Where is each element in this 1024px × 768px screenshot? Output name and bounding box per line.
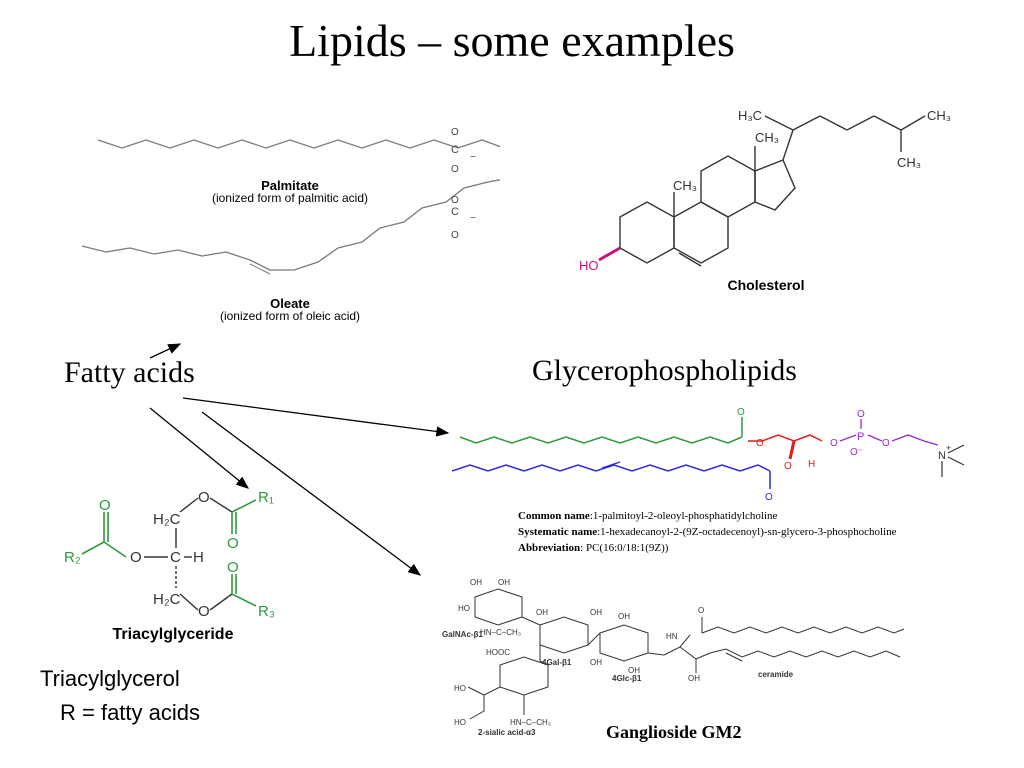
gm2-oh-1: OH — [470, 578, 482, 587]
gm2-oh-4: OH — [590, 608, 602, 617]
cholesterol-ch3-c19: CH₃ — [673, 178, 697, 193]
palmitoyl-chain — [459, 436, 743, 444]
gm2-ho-2: HO — [454, 684, 466, 693]
cholesterol-ho: HO — [579, 258, 599, 273]
oleate-subtitle: (ionized form of oleic acid) — [219, 309, 361, 323]
choline-n: N — [938, 450, 946, 462]
phosphatidylcholine-structure: O O O O H O P O O⁻ O N + — [452, 407, 965, 503]
phosphate-o-choline: O — [882, 438, 890, 449]
abbreviation-label: Abbreviation — [518, 542, 581, 554]
fatty-acids-caption: Fatty acids — [64, 356, 195, 389]
abbreviation-value: : PC(16:0/18:1(9Z)) — [580, 542, 669, 554]
gm2-acetyl-1: HN–C–CH₃ — [480, 628, 521, 637]
palmitate-minus: − — [470, 152, 476, 163]
arrow-to-glycerophospholipid — [182, 397, 450, 437]
tag-o-r1: O — [227, 535, 239, 552]
arrow-to-triacylglyceride — [149, 407, 250, 489]
cholesterol-ch3-c18: CH₃ — [755, 130, 779, 145]
oleate-minus: − — [470, 213, 476, 224]
gm2-hn: HN — [666, 632, 678, 641]
arrow-to-fatty-acid-structures — [149, 343, 182, 359]
gm2-oh-5: OH — [618, 612, 630, 621]
slide-title: Lipids – some examples — [289, 15, 735, 66]
common-name-label: Common name — [518, 510, 590, 522]
tag-o-top: O — [198, 489, 210, 506]
tag-h2c-top: H₂C — [153, 511, 181, 528]
ganglioside-structure: OH OH HO HN–C–CH₃ OH OH OH HOOC OH OH HN… — [442, 578, 905, 737]
oleoyl-chain — [452, 464, 771, 472]
triacylglycerol-caption: Triacylglycerol — [40, 666, 180, 691]
systematic-name-value: :1-hexadecanoyl-2-(9Z-octadecenoyl)-sn-g… — [597, 526, 897, 538]
tag-r1: R₁ — [258, 489, 274, 506]
palmitate-subtitle: (ionized form of palmitic acid) — [211, 191, 369, 205]
glycerol-o1: O — [756, 438, 764, 449]
choline-plus: + — [946, 443, 951, 453]
tag-h2c-bottom: H₂C — [153, 591, 181, 608]
systematic-name-label: Systematic name — [518, 526, 598, 538]
palmitoyl-o: O — [737, 407, 745, 418]
gm2-galnac-label: GalNAc-β1 — [442, 630, 483, 639]
palmitate-c: C — [451, 144, 459, 156]
common-name-value: :1-palmitoyl-2-oleoyl-phosphatidylcholin… — [589, 510, 778, 522]
palmitate-o2: O — [451, 164, 459, 175]
gm2-ho-1: HO — [458, 604, 470, 613]
triacylglyceride-name: Triacylglyceride — [112, 626, 234, 643]
palmitate-o1: O — [451, 127, 459, 138]
tag-o-r3: O — [227, 559, 239, 576]
arrow-to-ganglioside — [201, 411, 422, 576]
fatty-acid-structures: C O O − C O O − — [81, 127, 500, 275]
tag-c-mid: C — [170, 549, 181, 566]
oleate-name: Oleate — [270, 296, 310, 311]
palmitate-chain — [97, 139, 500, 149]
cholesterol-ch3-b: CH₃ — [897, 155, 921, 170]
triacylglyceride-structure: H₂C C H H₂C O O O R₁ O O R₂ O R₃ — [64, 489, 275, 620]
gm2-acetyl-2: HN–C–CH₃ — [510, 718, 551, 727]
gm2-glc-label: 4Glc-β1 — [612, 674, 642, 683]
cholesterol-h3c: H₃C — [738, 108, 762, 123]
tag-o-bottom: O — [198, 603, 210, 620]
tag-r3: R₃ — [258, 603, 275, 620]
phosphate-o-link: O — [830, 438, 838, 449]
oleate-o2: O — [451, 230, 459, 241]
gm2-hooc: HOOC — [486, 648, 510, 657]
gm2-ceramide-label: ceramide — [758, 670, 794, 679]
gm2-oh-8: OH — [688, 674, 700, 683]
oleoyl-o: O — [765, 492, 773, 503]
tag-r2: R₂ — [64, 549, 81, 566]
tag-o-mid: O — [130, 549, 142, 566]
r-fatty-acids-note: R = fatty acids — [60, 700, 201, 725]
gm2-ho-3: HO — [454, 718, 466, 727]
phosphate-o-top: O — [857, 409, 865, 420]
cholesterol-ch3-a: CH₃ — [927, 108, 951, 123]
gm2-sialic-label: 2-sialic acid-α3 — [478, 728, 536, 737]
palmitate-name: Palmitate — [261, 178, 319, 193]
oleate-chain — [81, 179, 500, 271]
gm2-oh-7: OH — [628, 666, 640, 675]
gm2-gal-label: 4Gal-β1 — [542, 658, 572, 667]
cholesterol-structure: HO H₃C CH₃ CH₃ CH₃ CH₃ — [579, 108, 951, 273]
gm2-oh-2: OH — [498, 578, 510, 587]
tag-h-mid: H — [193, 549, 204, 566]
gm2-oh-6: OH — [590, 658, 602, 667]
glycerophospholipids-caption: Glycerophospholipids — [532, 354, 797, 387]
oleate-o1: O — [451, 195, 459, 206]
glycerol-o2: O — [784, 461, 792, 472]
phosphorus: P — [857, 431, 864, 443]
gm2-o-amide: O — [698, 606, 704, 615]
oleate-c: C — [451, 206, 459, 218]
cholesterol-name: Cholesterol — [727, 277, 805, 293]
pc-name-block: Common name:1-palmitoyl-2-oleoyl-phospha… — [518, 508, 988, 556]
phosphate-o-minus: O⁻ — [850, 447, 863, 458]
ganglioside-name: Ganglioside GM2 — [606, 722, 742, 742]
glycerol-h: H — [808, 459, 815, 470]
gm2-oh-3: OH — [536, 608, 548, 617]
tag-o-r2: O — [99, 497, 111, 514]
